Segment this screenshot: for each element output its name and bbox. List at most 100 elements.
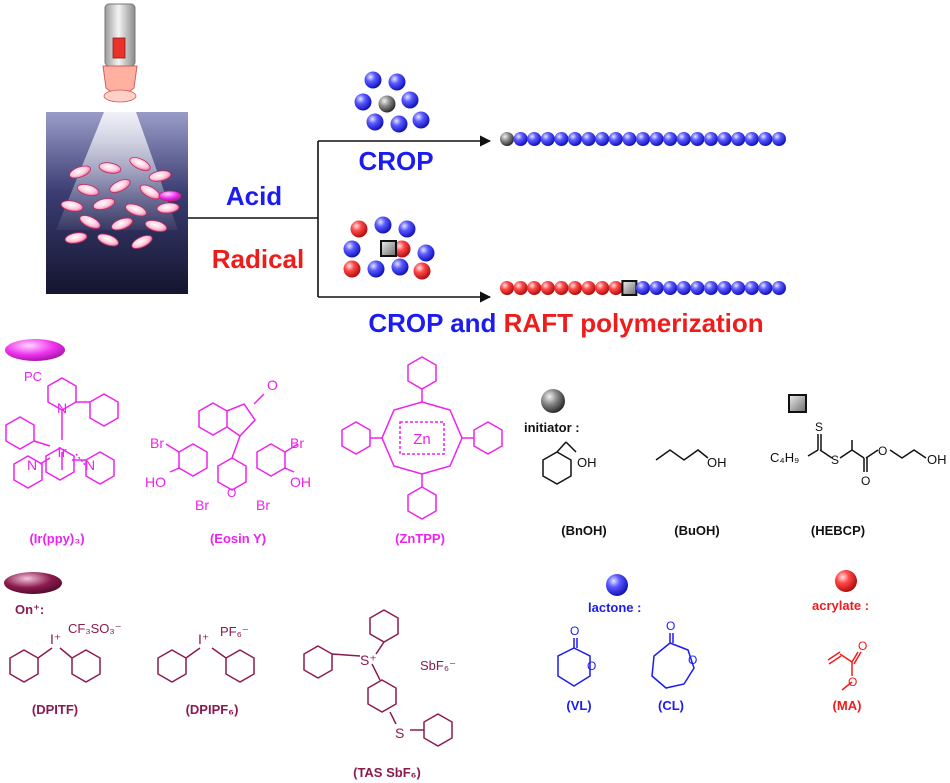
initiator-sphere <box>378 95 396 113</box>
crop-and-text: CROP and <box>368 308 503 338</box>
lactone-sphere <box>374 216 392 234</box>
zntpp-caption: (ZnTPP) <box>395 531 445 546</box>
hebcp-oh: OH <box>927 452 947 467</box>
lactone-sphere <box>401 91 419 109</box>
ir-ppy3-caption: (Ir(ppy)₃) <box>29 531 84 546</box>
initiator-sphere <box>500 132 514 146</box>
dpipf6-i-atom: I⁺ <box>198 631 209 647</box>
photocatalyst-pill <box>69 165 91 179</box>
eosin-br-3: Br <box>195 497 209 513</box>
acrylate-sphere <box>513 281 528 295</box>
eosin-br-4: Br <box>256 497 270 513</box>
ir-n-top: N <box>57 400 67 416</box>
bnoh-caption: (BnOH) <box>561 523 607 538</box>
lactone-sphere <box>390 115 408 133</box>
lactone-sphere <box>398 220 416 238</box>
tassbf6-caption: (TAS SbF₆) <box>353 765 421 780</box>
lactone-sphere <box>540 132 555 146</box>
lactone-sphere <box>367 260 385 278</box>
acrylate-sphere <box>568 281 582 295</box>
dpitf-structure <box>9 647 101 683</box>
photocatalyst-pill <box>158 190 182 202</box>
buoh-structure <box>655 449 709 461</box>
lactone-sphere <box>343 240 361 258</box>
acrylate-sphere <box>343 260 361 278</box>
vl-o-carbonyl: O <box>570 624 579 638</box>
acrylate-legend: acrylate : <box>812 570 869 613</box>
lactone-sphere <box>412 111 430 129</box>
cl-o-ring: O <box>688 653 697 667</box>
photocatalyst-pill <box>131 235 153 249</box>
hebcp-s-link: S <box>831 453 839 467</box>
lactone-sphere <box>391 258 409 276</box>
tas-s-plus: S⁺ <box>360 652 377 668</box>
lactone-sphere <box>663 281 678 295</box>
lactone-sphere <box>417 244 435 262</box>
dpipf6-structure <box>157 647 255 683</box>
photocatalyst-pill <box>129 157 151 171</box>
acrylate-sphere <box>581 281 596 295</box>
acrylate-sphere <box>393 240 411 258</box>
lactone-sphere <box>663 132 678 146</box>
hebcp-structure <box>807 434 927 472</box>
eosin-y-structure <box>165 393 299 491</box>
hebcp-o-carbonyl: O <box>861 474 870 488</box>
eosin-oh: OH <box>290 474 311 490</box>
photocatalyst-pill <box>76 183 100 197</box>
lactone-sphere <box>636 132 650 146</box>
acrylate-sphere <box>554 281 569 295</box>
photocatalyst-pill <box>97 233 119 247</box>
lactone-sphere <box>649 132 664 146</box>
tassbf6-structure <box>303 609 453 747</box>
lactone-sphere <box>568 132 582 146</box>
eosin-br-2: Br <box>290 435 304 451</box>
cl-o-carbonyl: O <box>666 619 675 633</box>
photocatalyst-pill <box>144 219 168 233</box>
lactone-sphere <box>608 132 623 146</box>
photocatalyst-pill <box>64 232 88 244</box>
raft-agent-legend <box>788 394 807 413</box>
bnoh-oh: OH <box>577 455 597 470</box>
vl-o-ring: O <box>587 659 596 673</box>
pc-legend: PC <box>5 339 65 384</box>
lactone-sphere <box>717 281 732 295</box>
eosin-o-atom: O <box>267 377 278 393</box>
lactone-sphere <box>388 73 406 91</box>
crop-raft-label: CROP and RAFT polymerization <box>368 308 763 338</box>
hebcp-caption: (HEBCP) <box>811 523 865 538</box>
lactone-sphere <box>622 132 637 146</box>
cl-caption: (CL) <box>658 698 684 713</box>
eosin-ring-o: O <box>227 486 236 500</box>
polymer-chains <box>500 132 786 296</box>
lactone-sphere <box>772 281 786 295</box>
pc-label: PC <box>24 369 42 384</box>
hebcp-s-thione: S <box>815 420 823 434</box>
lactone-sphere <box>744 132 759 146</box>
photoactive-mixture <box>60 157 182 249</box>
lactone-sphere <box>758 281 773 295</box>
vl-caption: (VL) <box>566 698 591 713</box>
lactone-sphere <box>744 281 759 295</box>
lactone-sphere <box>704 132 718 146</box>
raft-agent-square <box>380 240 397 257</box>
ma-structure <box>827 651 862 691</box>
acrylate-sphere <box>350 220 368 238</box>
zntpp-structure <box>341 356 503 520</box>
dpipf6-caption: (DPIPF₆) <box>186 702 239 717</box>
branch-acid-label: Acid <box>226 181 282 211</box>
raft-text: RAFT polymerization <box>504 308 764 338</box>
lactone-sphere <box>731 281 746 295</box>
onium-label: On⁺: <box>15 602 44 617</box>
photocatalyst-pill <box>125 203 147 217</box>
photocatalyst-pill <box>156 202 180 214</box>
lactone-sphere <box>772 132 786 146</box>
lactone-sphere <box>364 71 382 89</box>
initiator-label: initiator : <box>524 420 580 435</box>
cl-structure <box>651 633 695 689</box>
eosin-br-1: Br <box>150 435 164 451</box>
ir-n-right: N <box>85 457 95 473</box>
zn-atom: Zn <box>413 431 431 448</box>
flashlight-icon <box>102 3 138 103</box>
dpitf-caption: (DPITF) <box>32 702 78 717</box>
